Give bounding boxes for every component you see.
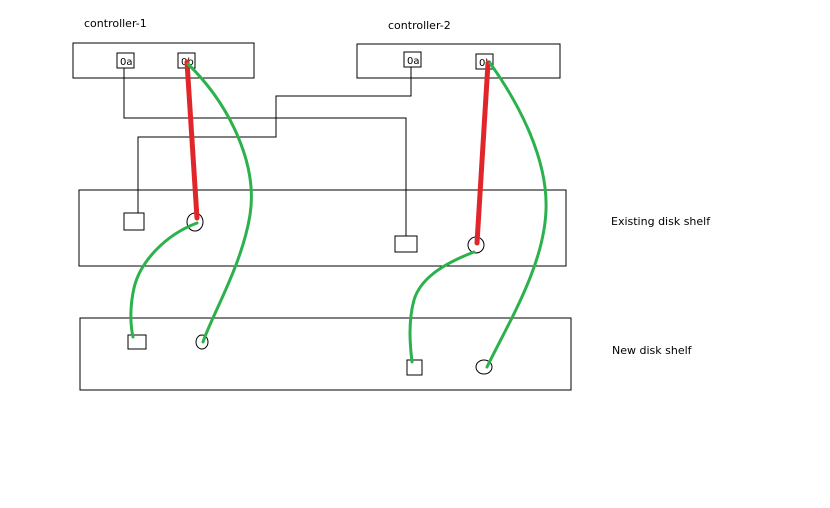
existing-shelf-square-port-1 bbox=[123, 212, 145, 231]
new-shelf-square-port-1 bbox=[127, 334, 147, 350]
red-cable-controller-2-0b bbox=[474, 60, 491, 246]
new-disk-shelf-box bbox=[79, 317, 572, 391]
red-cable-controller-1-0b bbox=[184, 59, 200, 221]
green-cable-existing-to-new-shelf-1 bbox=[129, 221, 199, 339]
controller-2-port-0a bbox=[403, 51, 422, 68]
green-cable-controller-2-0b-to-new-shelf bbox=[485, 61, 548, 369]
controller-2-port-0a-label: 0a bbox=[407, 56, 420, 67]
green-cable-existing-to-new-shelf-2 bbox=[408, 250, 476, 364]
controller-2-label: controller-2 bbox=[388, 19, 451, 32]
green-cable-controller-1-0b-to-new-shelf bbox=[186, 62, 253, 344]
black-cable-controller-1-0a bbox=[123, 68, 407, 236]
controller-1-label: controller-1 bbox=[84, 17, 147, 30]
controller-1-port-0a-label: 0a bbox=[120, 57, 133, 68]
controller-1-port-0a bbox=[116, 52, 135, 69]
existing-disk-shelf-box bbox=[78, 189, 567, 267]
controller-2-box bbox=[356, 43, 561, 79]
new-disk-shelf-label: New disk shelf bbox=[612, 344, 693, 357]
existing-disk-shelf-label: Existing disk shelf bbox=[611, 215, 711, 228]
controller-2-port-0b-label: 0b bbox=[479, 58, 492, 69]
new-shelf-square-port-2 bbox=[406, 359, 423, 376]
existing-shelf-square-port-2 bbox=[394, 235, 418, 253]
controller-1-box bbox=[72, 42, 255, 79]
black-cable-controller-2-0a bbox=[137, 67, 412, 213]
